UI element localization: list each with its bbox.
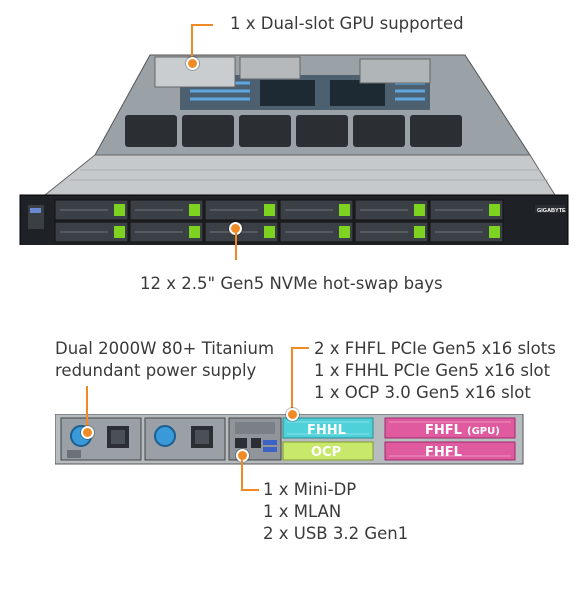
server-front-illustration: GIGABYTE [19,54,569,245]
gpu-leader-horizontal [191,24,213,26]
fhfl-gpu-slot-label: FHFL [425,423,462,438]
psu-leader [86,386,88,428]
pcie-callout-line1: 2 x FHFL PCIe Gen5 x16 slots [314,339,556,358]
io-callout-line2: 1 x MLAN [263,502,342,521]
gpu-callout-dot [186,57,199,70]
rear-slot-labels: FHHL OCP FHFL (GPU) FHFL [307,423,500,460]
psu-callout-line2: redundant power supply [55,361,257,380]
fhfl-gpu-slot-sublabel: (GPU) [467,426,500,437]
pcie-callout-dot [286,408,299,421]
pcie-callout-line2: 1 x FHHL PCIe Gen5 x16 slot [314,361,551,380]
pcie-leader-vertical [291,347,293,411]
bays-callout-label: 12 x 2.5" Gen5 NVMe hot-swap bays [140,274,443,293]
io-callout-line3: 2 x USB 3.2 Gen1 [263,524,409,543]
psu-callout-line1: Dual 2000W 80+ Titanium [55,339,275,358]
fhfl-slot-label: FHFL [425,445,462,460]
fhhl-slot-label: FHHL [307,423,346,438]
gpu-leader-vertical [191,24,193,62]
io-leader-vertical [241,458,243,490]
pcie-callout-line3: 1 x OCP 3.0 Gen5 x16 slot [314,383,531,402]
server-rear-illustration [55,414,524,465]
drive-bays [54,199,504,243]
power-supply-1 [60,417,142,461]
ocp-slot-label: OCP [311,445,341,460]
io-callout-line1: 1 x Mini-DP [263,480,357,499]
pcie-leader-horizontal [291,347,309,349]
io-leader-horizontal [241,489,259,491]
psu-callout-dot [81,426,94,439]
bays-leader [235,232,237,260]
brand-logo: GIGABYTE [537,208,566,214]
power-supply-2 [144,417,226,461]
gpu-callout-label: 1 x Dual-slot GPU supported [230,14,464,33]
